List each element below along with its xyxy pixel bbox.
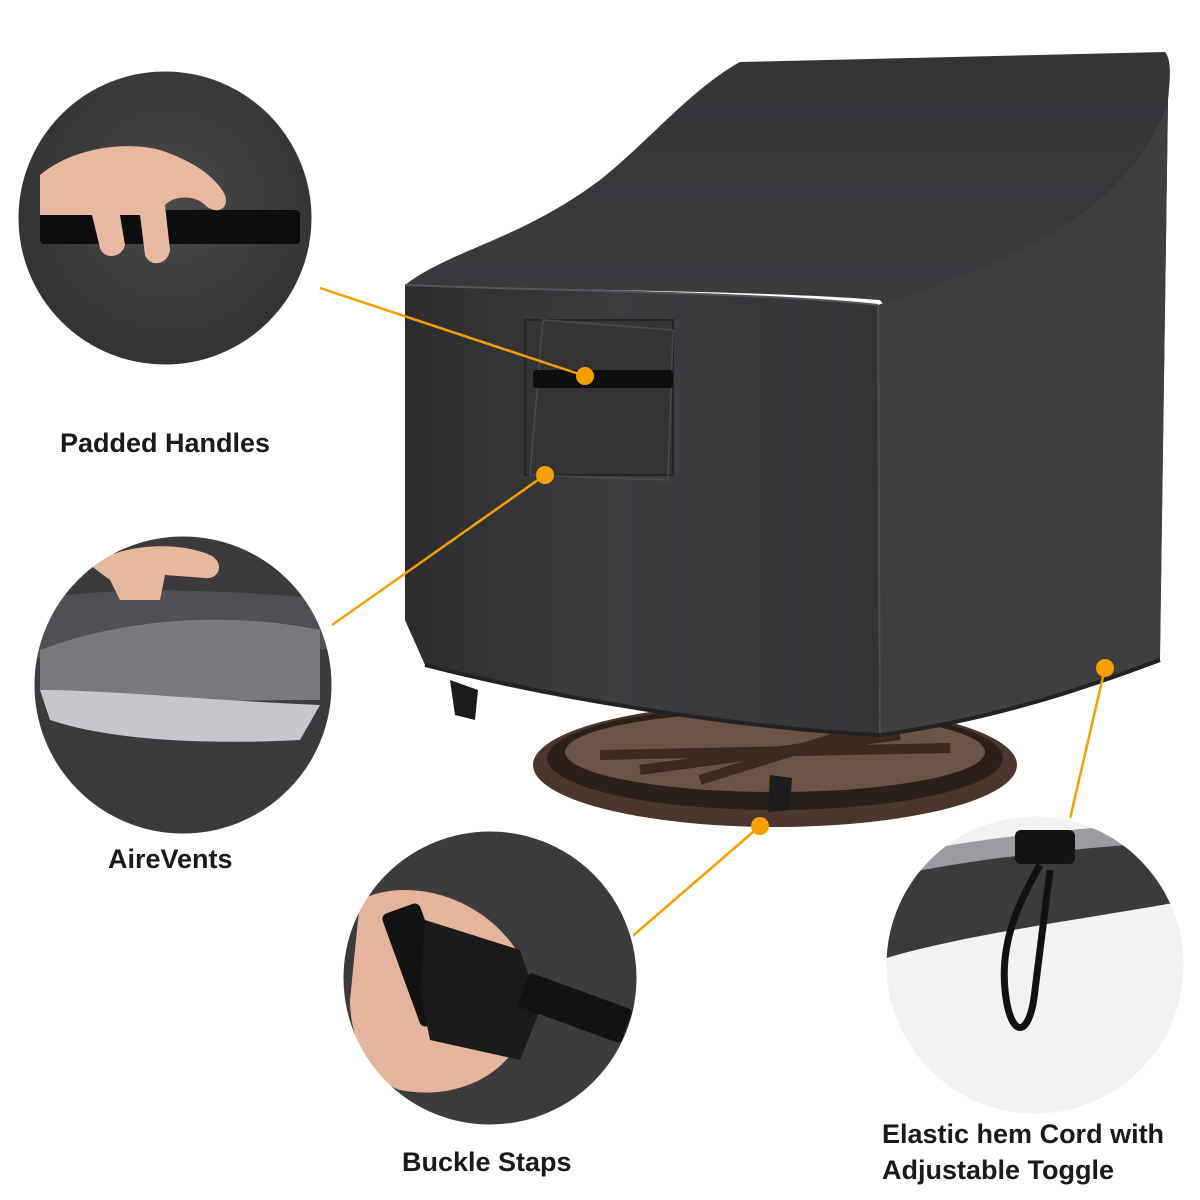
caption-buckle-straps: Buckle Staps (402, 1147, 572, 1177)
mesh-vent-icon (40, 690, 320, 742)
buckle-icon (420, 920, 540, 1060)
callout-dots (536, 367, 1114, 835)
detail-bubble-cord (883, 813, 1187, 1117)
caption-elastic-hem-cord: Elastic hem Cord with Adjustable Toggle (882, 1116, 1164, 1188)
detail-bubble-vents (31, 533, 335, 837)
caption-padded-handles: Padded Handles (60, 428, 271, 458)
callout-lines (319, 286, 1107, 941)
caption-cord-line-2: Adjustable Toggle (882, 1155, 1115, 1185)
detail-bubble-handles (15, 68, 315, 368)
caption-cord-line-1: Elastic hem Cord with (882, 1119, 1165, 1149)
chair-cover (404, 52, 1170, 738)
toggle-icon (1015, 830, 1075, 864)
detail-bubble-buckle (340, 828, 640, 1128)
caption-airevents: AireVents (108, 844, 233, 874)
strap-icon (40, 210, 300, 244)
